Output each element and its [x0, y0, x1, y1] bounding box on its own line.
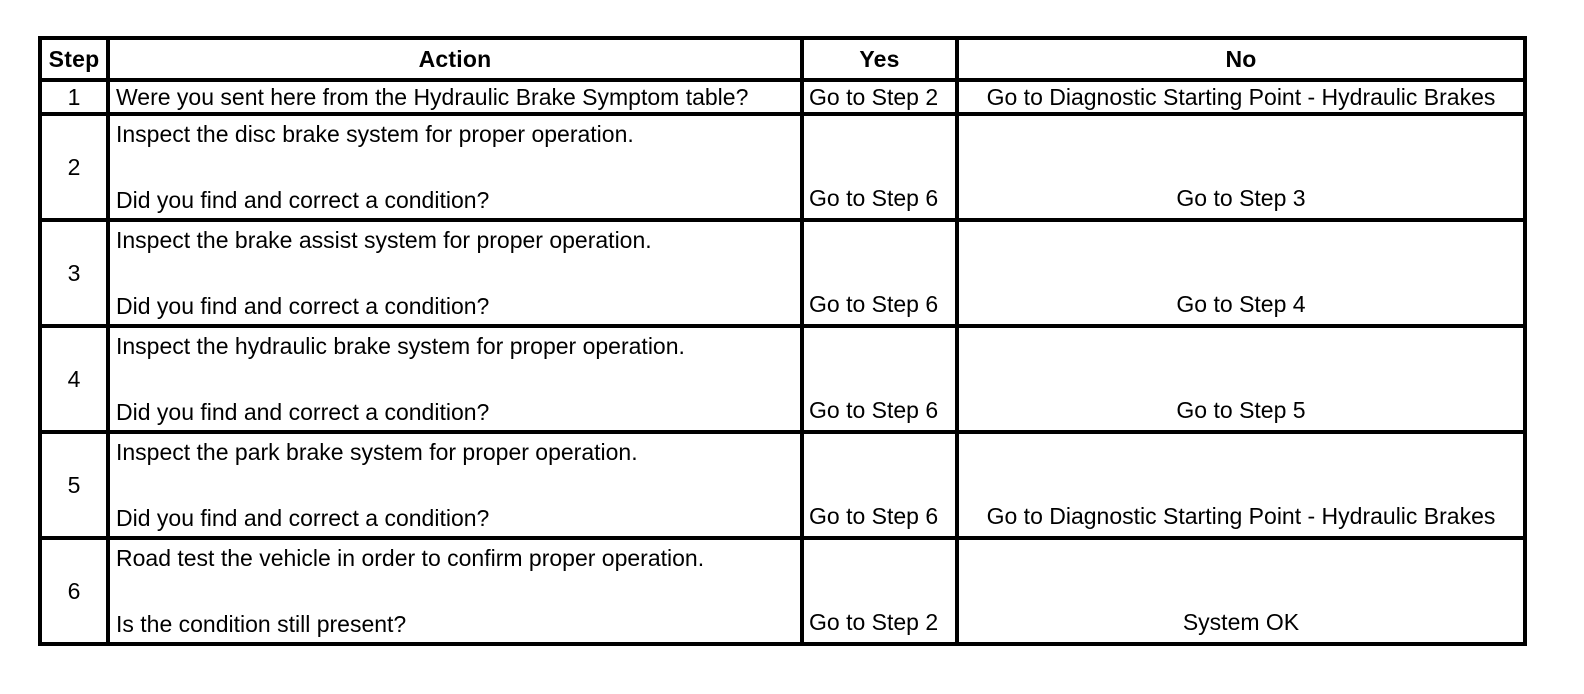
action-text: Inspect the disc brake system for proper… — [106, 112, 804, 222]
action-line-1: Were you sent here from the Hydraulic Br… — [116, 84, 749, 110]
table-row: 3 Inspect the brake assist system for pr… — [38, 218, 1527, 328]
table-row: 2 Inspect the disc brake system for prop… — [38, 112, 1527, 222]
column-header-no: No — [955, 36, 1527, 82]
action-line-2: Did you find and correct a condition? — [116, 187, 490, 213]
yes-result: Go to Step 2 — [800, 536, 959, 646]
table-row: 1 Were you sent here from the Hydraulic … — [38, 78, 1527, 116]
action-line-1: Inspect the park brake system for proper… — [116, 439, 638, 465]
step-number: 5 — [38, 430, 110, 540]
no-result: Go to Diagnostic Starting Point - Hydrau… — [955, 78, 1527, 116]
step-number: 2 — [38, 112, 110, 222]
action-line-2: Is the condition still present? — [116, 611, 407, 637]
table-body: 1 Were you sent here from the Hydraulic … — [38, 78, 1527, 646]
action-line-2: Did you find and correct a condition? — [116, 505, 490, 531]
no-result: Go to Step 4 — [955, 218, 1527, 328]
yes-result: Go to Step 6 — [800, 324, 959, 434]
no-result: Go to Step 3 — [955, 112, 1527, 222]
yes-result: Go to Step 6 — [800, 430, 959, 540]
action-text: Inspect the park brake system for proper… — [106, 430, 804, 540]
column-header-step: Step — [38, 36, 110, 82]
column-header-action: Action — [106, 36, 804, 82]
action-line-1: Inspect the hydraulic brake system for p… — [116, 333, 685, 359]
table-header: Step Action Yes No — [38, 36, 1527, 82]
no-result: System OK — [955, 536, 1527, 646]
step-number: 6 — [38, 536, 110, 646]
action-line-1: Road test the vehicle in order to confir… — [116, 545, 705, 571]
diagnostic-table: Step Action Yes No 1 Were you sent here … — [38, 36, 1527, 646]
no-result: Go to Step 5 — [955, 324, 1527, 434]
action-text: Were you sent here from the Hydraulic Br… — [106, 78, 804, 116]
table-row: 5 Inspect the park brake system for prop… — [38, 430, 1527, 540]
action-text: Road test the vehicle in order to confir… — [106, 536, 804, 646]
action-line-2: Did you find and correct a condition? — [116, 399, 490, 425]
yes-result: Go to Step 6 — [800, 218, 959, 328]
yes-result: Go to Step 6 — [800, 112, 959, 222]
step-number: 3 — [38, 218, 110, 328]
action-line-1: Inspect the disc brake system for proper… — [116, 121, 634, 147]
column-header-yes: Yes — [800, 36, 959, 82]
action-line-1: Inspect the brake assist system for prop… — [116, 227, 652, 253]
action-text: Inspect the brake assist system for prop… — [106, 218, 804, 328]
action-text: Inspect the hydraulic brake system for p… — [106, 324, 804, 434]
table-row: 4 Inspect the hydraulic brake system for… — [38, 324, 1527, 434]
action-line-2: Did you find and correct a condition? — [116, 293, 490, 319]
no-result: Go to Diagnostic Starting Point - Hydrau… — [955, 430, 1527, 540]
yes-result: Go to Step 2 — [800, 78, 959, 116]
table-row: 6 Road test the vehicle in order to conf… — [38, 536, 1527, 646]
step-number: 4 — [38, 324, 110, 434]
table-header-row: Step Action Yes No — [38, 36, 1527, 82]
step-number: 1 — [38, 78, 110, 116]
